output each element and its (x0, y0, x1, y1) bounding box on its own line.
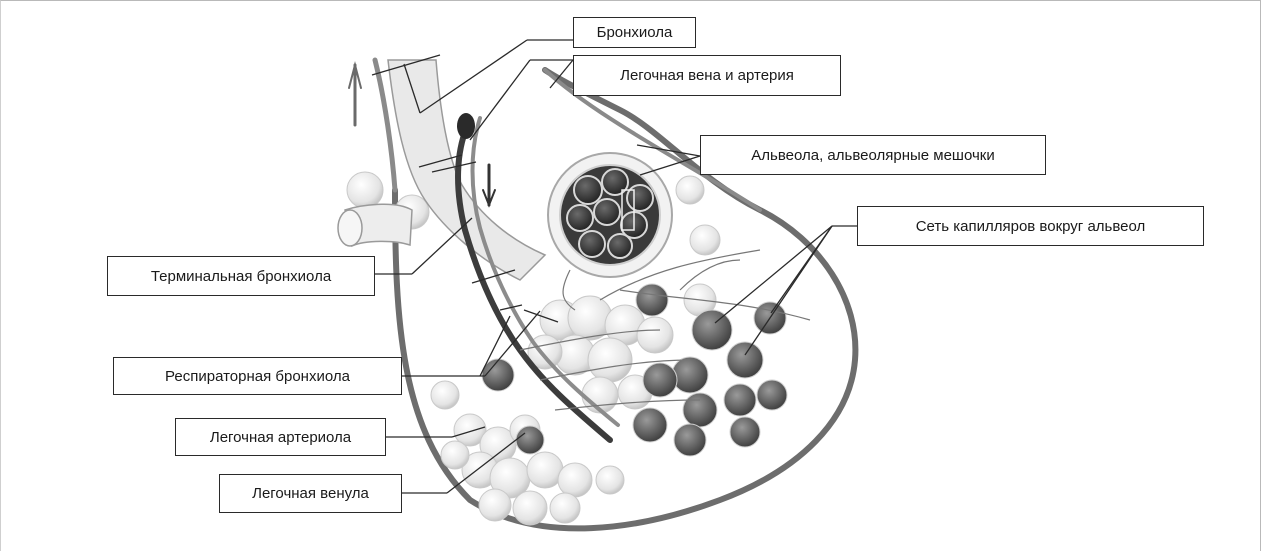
label-terminal-bronchiole: Терминальная бронхиола (107, 256, 375, 296)
label-alveolus-sacs: Альвеола, альвеолярные мешочки (700, 135, 1046, 175)
alveolus-cross-section (548, 153, 672, 277)
label-respiratory-bronchiole: Респираторная бронхиола (113, 357, 402, 395)
label-pulmonary-vein-artery: Легочная вена и артерия (573, 55, 841, 96)
label-pulmonary-venule: Легочная венула (219, 474, 402, 513)
label-capillary-network: Сеть капилляров вокруг альвеол (857, 206, 1204, 246)
label-pulmonary-arteriole: Легочная артериола (175, 418, 386, 456)
label-bronchiole: Бронхиола (573, 17, 696, 48)
